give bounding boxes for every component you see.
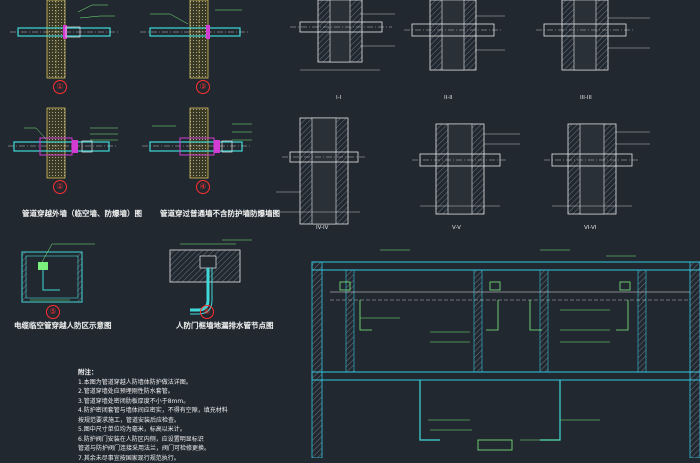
- detail-4: [142, 108, 252, 178]
- note-line: 按规范要求施工，管道安装后应检查。: [78, 416, 228, 426]
- note-line: 4.防护密闭套管与墙体间应密实，不得有空隙，填充材料: [78, 406, 228, 416]
- section-6-6: [544, 124, 650, 214]
- marker-5: ⑤: [46, 305, 60, 319]
- note-line: 管道与防护阀门连接采用法兰，阀门可检修更换。: [78, 444, 228, 454]
- note-line: 7.其余未尽事宜按国家现行规范执行。: [78, 454, 228, 463]
- note-line: 1.本图为管道穿越人防墙体防护做法详图。: [78, 378, 228, 388]
- note-line: 5.图中尺寸单位均为毫米，标高以米计。: [78, 425, 228, 435]
- marker-2: ②: [53, 180, 67, 194]
- section-label-5: V-V: [452, 226, 461, 232]
- section-label-1: I-I: [336, 96, 341, 102]
- detail-1: [10, 0, 118, 78]
- marker-1: ①: [53, 80, 67, 94]
- detail-6-floor-drain: [170, 240, 252, 314]
- detail-2: [8, 108, 118, 178]
- section-1-1: [290, 0, 395, 70]
- marker-3: ③: [196, 80, 210, 94]
- section-label-6: VI-VI: [584, 226, 596, 232]
- marker-6: ⑥: [200, 305, 214, 319]
- notes-heading: 附注：: [78, 368, 228, 378]
- building-section: [312, 250, 700, 458]
- section-label-4: IV-IV: [316, 226, 328, 232]
- detail-5-cable: [22, 244, 95, 302]
- section-label-2: II-II: [444, 96, 452, 102]
- marker-4: ④: [196, 180, 210, 194]
- detail-3: [140, 0, 250, 78]
- section-2-2: [404, 0, 505, 70]
- note-line: 2.管道穿墙处应预埋刚性防水套管。: [78, 387, 228, 397]
- title-floor-drain: 人防门框墙地漏排水管节点图: [176, 322, 274, 330]
- notes-block: 附注： 1.本图为管道穿越人防墙体防护做法详图。 2.管道穿墙处应预埋刚性防水套…: [78, 368, 228, 463]
- title-left-pair: 管道穿越外墙（临空墙、防爆墙）图: [22, 210, 142, 218]
- note-line: 6.防护阀门安装在人防区内侧，应设置明显标识: [78, 435, 228, 445]
- title-cable: 电缆临空管穿越人防区示意图: [14, 322, 112, 330]
- section-5-5: [412, 124, 520, 214]
- note-line: 3.管道穿墙处密闭肋板厚度不小于8mm。: [78, 397, 228, 407]
- section-3-3: [536, 0, 650, 70]
- section-label-3: III-III: [580, 96, 592, 102]
- section-4-4: [276, 118, 366, 224]
- title-right-pair: 管道穿过普通墙不含防护墙防爆墙图: [160, 210, 280, 218]
